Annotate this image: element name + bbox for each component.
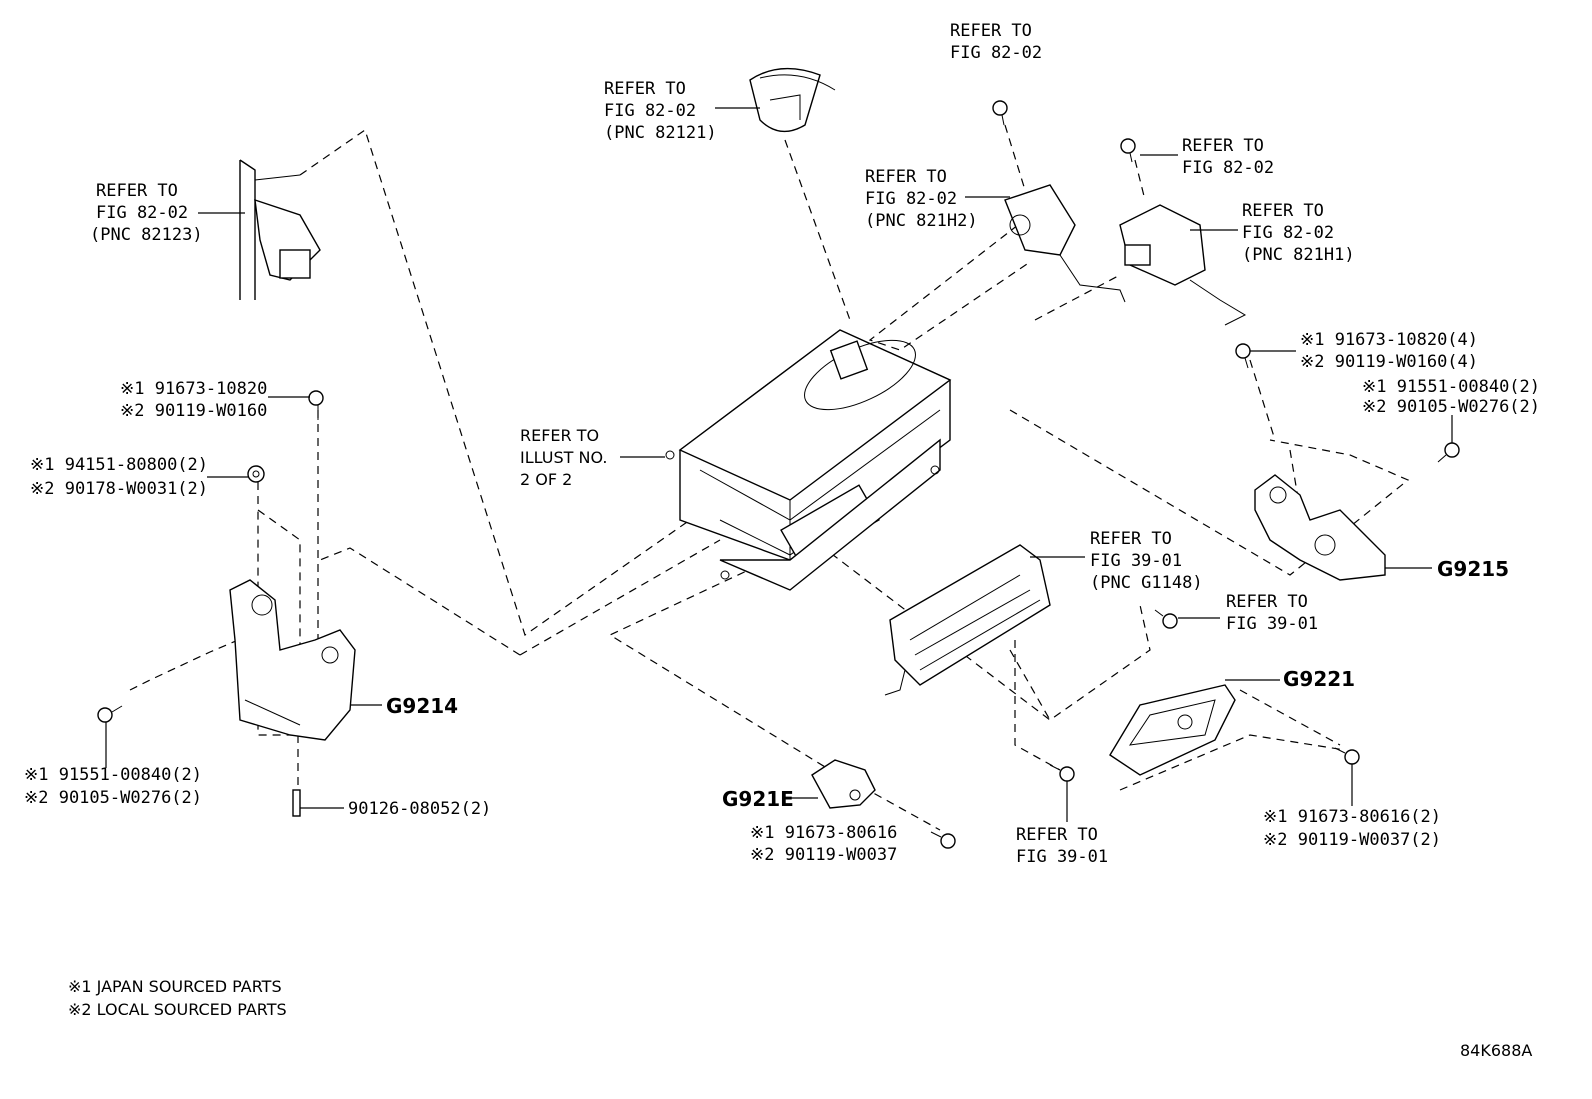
part-g9214: G9214 [386,694,458,718]
ref-82123-line1: REFER TO [96,181,178,201]
ref-39-bottom-line2: FIG 39-01 [1016,847,1108,867]
ref-82121-line3: (PNC 82121) [604,123,717,143]
bolt-left-top-jp: ※1 91673-10820 [120,379,267,399]
bolt-g9221-jp: ※1 91673-80616(2) [1263,807,1441,827]
legend: ※1 JAPAN SOURCED PARTS ※2 LOCAL SOURCED … [68,977,287,1019]
ref-top-line2: FIG 82-02 [950,43,1042,63]
ref-82121-line1: REFER TO [604,79,686,99]
ref-39-right-line1: REFER TO [1226,592,1308,612]
bolt-right-2-jp: ※1 91551-00840(2) [1362,377,1540,397]
ref-39-right-line2: FIG 39-01 [1226,614,1318,634]
bolt-icon [1334,747,1360,765]
ref-821h1-line3: (PNC 821H1) [1242,245,1355,265]
part-g9215: G9215 [1437,557,1509,581]
bolt-g9221-local: ※2 90119-W0037(2) [1263,830,1441,850]
bracket-g9214 [229,579,356,741]
inverter-assembly [665,329,952,591]
ref-illust-line1: REFER TO [520,426,599,445]
sensor-82123 [239,159,321,300]
ref-82123-line3: (PNC 82123) [90,225,203,245]
fastener-part-numbers: ※1 91673-10820 ※2 90119-W0160 ※1 94151-8… [24,330,1540,865]
ref-821h2-line1: REFER TO [865,167,947,187]
stud-icon [292,789,301,817]
cover-g9221 [1109,684,1236,776]
bolt-icon [1120,138,1136,163]
ref-illust-line3: 2 OF 2 [520,470,572,489]
bolt-icon [930,831,956,849]
ref-821h1-line1: REFER TO [1242,201,1324,221]
nut-icon [247,465,265,483]
bolt-left-bottom-jp: ※1 91551-00840(2) [24,765,202,785]
ref-right-top-line2: FIG 82-02 [1182,158,1274,178]
legend-japan-sourced: ※1 JAPAN SOURCED PARTS [68,977,282,996]
bolt-icon [1235,343,1251,369]
ref-right-top-line1: REFER TO [1182,136,1264,156]
bolt-icon [1049,764,1075,782]
block-g921e [811,759,876,809]
ref-g1148-line3: (PNC G1148) [1090,573,1203,593]
bolt-left-top-local: ※2 90119-W0160 [120,401,267,421]
sensor-821h1 [1119,204,1247,326]
nut-left-local: ※2 90178-W0031(2) [30,479,208,499]
ref-821h2-line3: (PNC 821H2) [865,211,978,231]
sensor-821h2 [1004,184,1126,303]
stud-part: 90126-08052(2) [348,799,491,819]
bolt-icon [992,100,1008,126]
bolt-icon [1154,609,1178,629]
bolt-icon [308,390,324,420]
ref-821h2-line2: FIG 82-02 [865,189,957,209]
plate-g1148 [884,544,1051,696]
part-g9221: G9221 [1283,667,1355,691]
ref-821h1-line2: FIG 82-02 [1242,223,1334,243]
ref-82121-line2: FIG 82-02 [604,101,696,121]
bolt-left-bottom-local: ※2 90105-W0276(2) [24,788,202,808]
fasteners [97,100,1460,849]
bolt-icon [97,705,123,723]
nut-left-jp: ※1 94151-80800(2) [30,455,208,475]
leader-lines [105,107,1453,822]
bolt-right-2-local: ※2 90105-W0276(2) [1362,397,1540,417]
ref-top-line1: REFER TO [950,21,1032,41]
reference-labels: REFER TO FIG 82-02 (PNC 82123) REFER TO … [90,21,1355,867]
connector-82121 [749,67,836,133]
ref-g1148-line2: FIG 39-01 [1090,551,1182,571]
part-g921e: G921E [722,787,794,811]
ref-g1148-line1: REFER TO [1090,529,1172,549]
bolt-right-4-jp: ※1 91673-10820(4) [1300,330,1478,350]
bracket-g9215 [1254,474,1386,581]
part-number-callouts: G9214 G9215 G9221 G921E [386,557,1509,811]
ref-illust-line2: ILLUST NO. [520,448,607,467]
ref-82123-line2: FIG 82-02 [96,203,188,223]
bolt-g921e-jp: ※1 91673-80616 [750,823,897,843]
ref-39-bottom-line1: REFER TO [1016,825,1098,845]
bolt-right-4-local: ※2 90119-W0160(4) [1300,352,1478,372]
legend-local-sourced: ※2 LOCAL SOURCED PARTS [68,1000,287,1019]
bolt-g921e-local: ※2 90119-W0037 [750,845,897,865]
bolt-icon [1437,442,1460,463]
illustration-id: 84K688A [1460,1041,1532,1060]
